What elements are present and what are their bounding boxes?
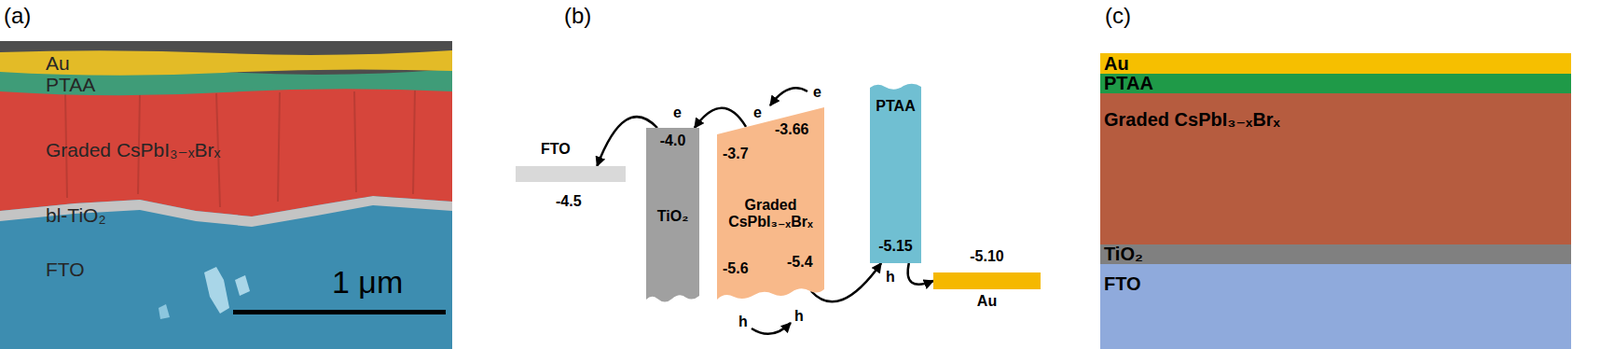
layer-label: FTO: [1103, 274, 1142, 293]
band-outline: [869, 83, 922, 263]
stack-layer: PTAA: [1100, 73, 1572, 94]
layer-label: Au: [45, 53, 70, 73]
stack-layer: Graded CsPbI₃₋ₓBrₓ: [1100, 93, 1572, 245]
layer-label: -4.0: [660, 133, 687, 149]
layer-label: -5.15: [878, 238, 912, 254]
layer-label: -3.66: [774, 122, 809, 138]
carrier-label: e: [753, 104, 762, 122]
grain-boundary: [277, 92, 280, 202]
hole-drift-arrow: [751, 322, 791, 334]
sem-background: [0, 41, 453, 349]
layer-label: -5.4: [786, 254, 814, 270]
sem-layer-band: Au: [0, 52, 453, 73]
band-box: -3.7 -3.66Graded CsPbI₃₋ₓBrₓ -5.6 -5.4: [717, 107, 825, 302]
scale-bar: [233, 309, 446, 315]
electron-drift-arrow: [770, 87, 808, 106]
layer-label: -3.7: [722, 146, 749, 162]
layer-label: -5.10: [969, 248, 1004, 264]
layer-label: Graded CsPbI₃₋ₓBrₓ: [1103, 110, 1281, 129]
tio2-layer: [0, 195, 453, 227]
charge-transfer-arrow: [908, 262, 934, 285]
carrier-label: h: [794, 307, 804, 325]
carrier-label: e: [673, 104, 682, 122]
sem-layer-band: Graded CsPbI₃₋ₓBrₓ: [0, 95, 453, 204]
fto-grain: [204, 266, 230, 314]
grain-boundary: [354, 91, 357, 193]
layer-label: PTAA: [1103, 73, 1154, 93]
layer-label: Au: [977, 293, 997, 309]
stack-layer: Au: [1100, 53, 1572, 74]
panel-label: (a): [3, 3, 31, 28]
carrier-label: e: [813, 83, 822, 101]
layer-label: -5.6: [722, 261, 749, 276]
energy-level-bar: FTO-4.5: [515, 165, 626, 182]
charge-transfer-arrow: [694, 108, 746, 128]
layer-label: PTAA: [875, 98, 915, 114]
band-box: PTAA -5.15: [869, 82, 922, 263]
grain-boundary: [413, 90, 415, 194]
fto-grain: [234, 275, 250, 296]
layer-label: Graded CsPbI₃₋ₓBrₓ: [720, 196, 822, 232]
layer-label: TiO₂: [1103, 244, 1144, 263]
au-layer: [0, 50, 453, 76]
layer-label: TiO₂: [657, 208, 689, 224]
panel-label: (c): [1104, 3, 1132, 28]
carrier-label: h: [738, 313, 748, 331]
stack-layer: FTO: [1100, 263, 1572, 349]
layer-label: Graded CsPbI₃₋ₓBrₓ: [45, 139, 221, 160]
layer-label: FTO: [540, 141, 571, 157]
layer-label: -4.5: [555, 193, 582, 209]
panel-label: (b): [564, 3, 592, 28]
layer-label: FTO: [45, 259, 85, 279]
sem-layer-band: bl-TiO₂: [0, 203, 453, 226]
energy-level-bar: -5.10Au: [933, 272, 1041, 290]
stack-layer: TiO₂: [1100, 244, 1572, 264]
layer-label: PTAA: [45, 74, 96, 95]
fto-grain: [158, 303, 170, 319]
layer-label: bl-TiO₂: [45, 205, 107, 225]
sem-layer-band: PTAA: [0, 72, 453, 96]
scale-label: 1 μm: [331, 264, 403, 300]
band-box: -4.0TiO₂: [646, 127, 700, 304]
band-outline: [646, 127, 700, 303]
layer-label: Au: [1103, 54, 1130, 73]
carrier-label: h: [885, 268, 896, 286]
band-outline: [717, 107, 825, 300]
